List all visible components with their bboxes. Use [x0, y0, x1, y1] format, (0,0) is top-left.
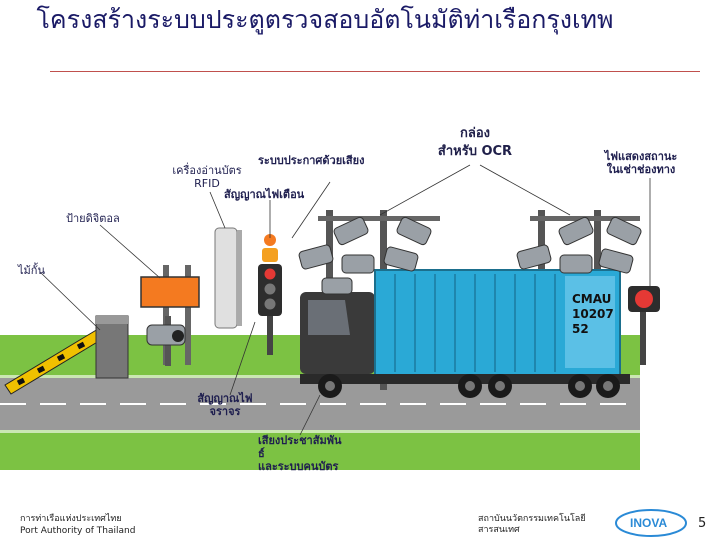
container-truck [300, 269, 630, 398]
container-plate: CMAU 10207 52 [572, 292, 614, 336]
lane-status-light-label: ไฟแสดงสถานะ ในเช่าช่องทาง [604, 150, 678, 176]
rfid-reader-label: เครื่องอ่านบัตร RFID [172, 164, 242, 190]
title-divider [50, 71, 700, 72]
ocr-cameras-right [516, 216, 642, 274]
page-number: 5 [698, 516, 707, 531]
footer-logo-text: INOVA [630, 516, 668, 530]
inova-logo-mark [615, 509, 687, 537]
ocr-cameras-left [298, 216, 432, 295]
ocr-box-label: กล่อง สำหรับ OCR [437, 126, 513, 159]
camera-low [146, 316, 186, 366]
rfid-reader-pole [214, 227, 242, 329]
announcement-system-label: ระบบประกาศด้วยเสียง [258, 154, 365, 167]
barrier-label: ไม้กั้น [18, 264, 45, 277]
footer-institute: สถาบันนวัตกรรมเทคโนโลยีสารสนเทศ [478, 514, 586, 535]
digital-sign [140, 265, 200, 365]
footer-org-en: Port Authority of Thailand [20, 526, 136, 536]
lane-status-light [628, 286, 660, 365]
footer-org-th: การท่าเรือแห่งประเทศไทย [20, 514, 122, 524]
digital-sign-label: ป้ายดิจิตอล [66, 212, 120, 225]
traffic-light-label: สัญญาณไฟ จราจร [197, 392, 253, 418]
callout-lines [39, 164, 651, 436]
page-title: โครงสร้างระบบประตูตรวจสอบอัตโนมัติท่าเรื… [36, 5, 614, 34]
warning-light-label: สัญญาณไฟเตือน [224, 188, 305, 201]
barrier-box [95, 315, 129, 379]
intercom-label: เสียงประชาสัมพัน ธ์ และระบบคนบัตร [258, 434, 342, 473]
traffic-light [258, 234, 282, 355]
